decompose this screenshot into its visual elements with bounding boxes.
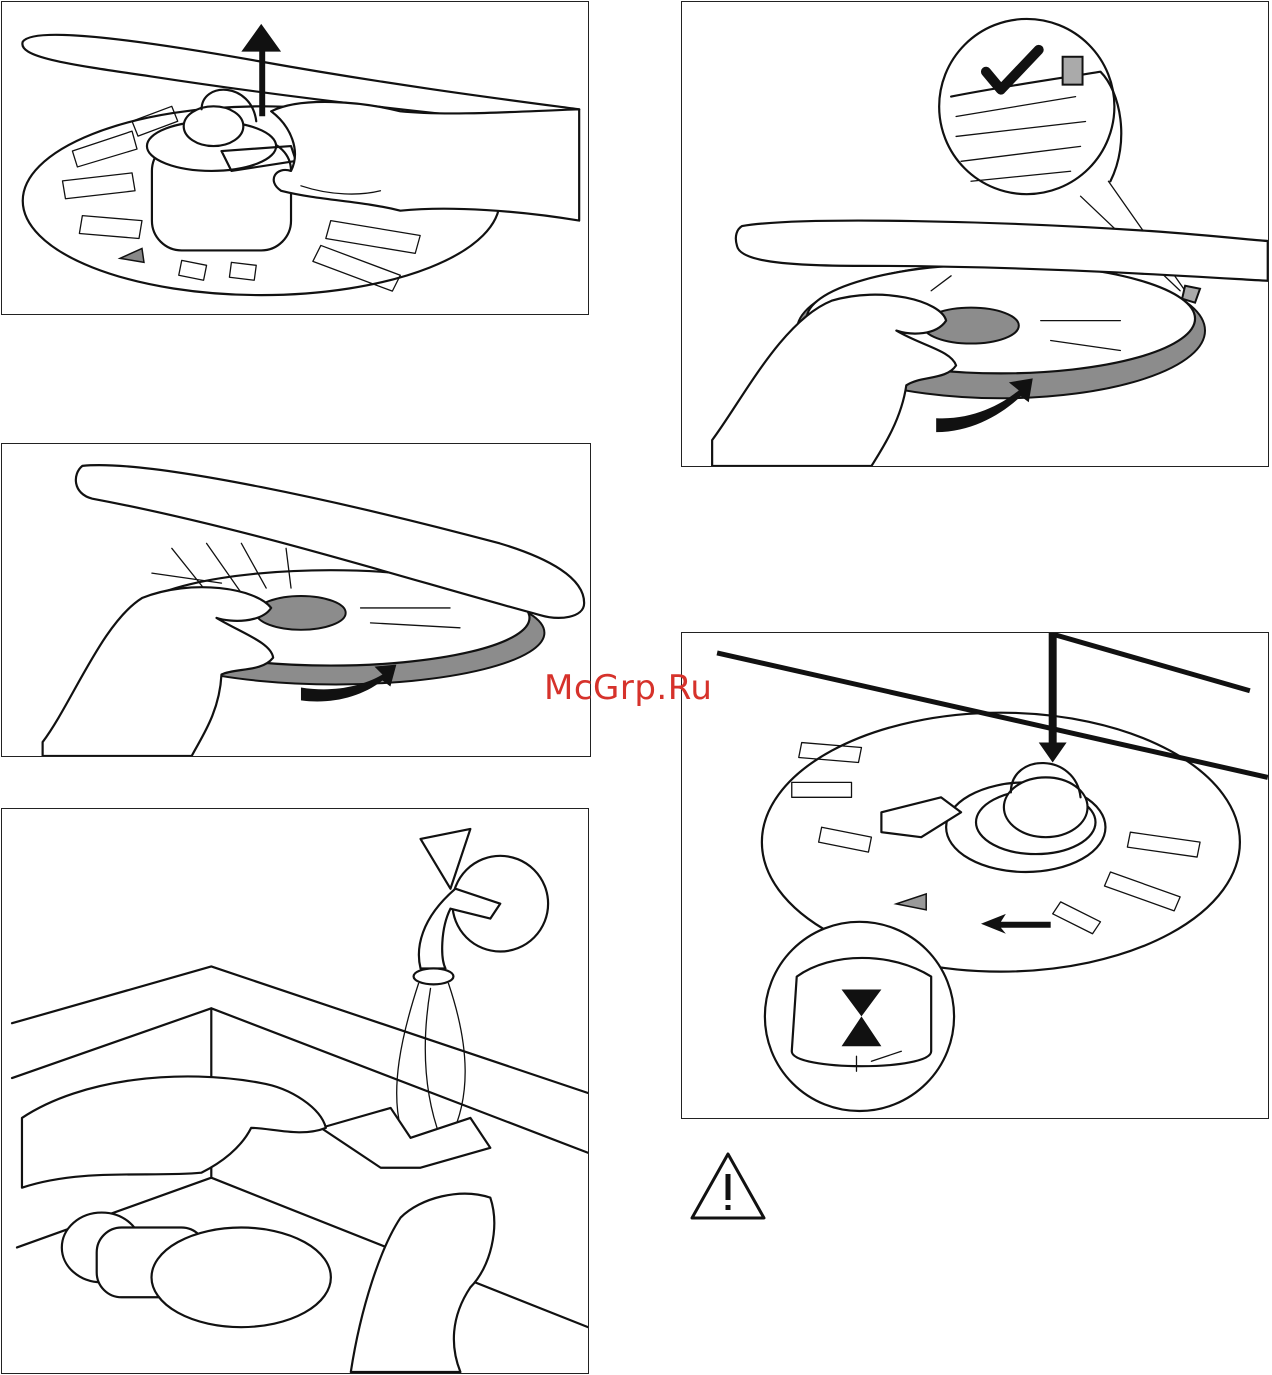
rinse-filter-under-tap-illustration [2,809,588,1373]
flat-filter-latch-check-illustration [682,2,1268,466]
lift-filter-up-illustration [2,2,588,314]
figure-remove-filter [1,1,589,315]
lock-filter-illustration [682,633,1268,1118]
figure-install-filter [681,632,1269,1119]
watermark: McGrp.Ru [544,668,712,708]
rotate-flat-filter-illustration [2,444,590,756]
figure-rinse-filters [1,808,589,1374]
figure-remove-flat-filter [1,443,591,757]
figure-rotate-flat-filter-check [681,1,1269,467]
warning-triangle-icon [688,1150,768,1222]
